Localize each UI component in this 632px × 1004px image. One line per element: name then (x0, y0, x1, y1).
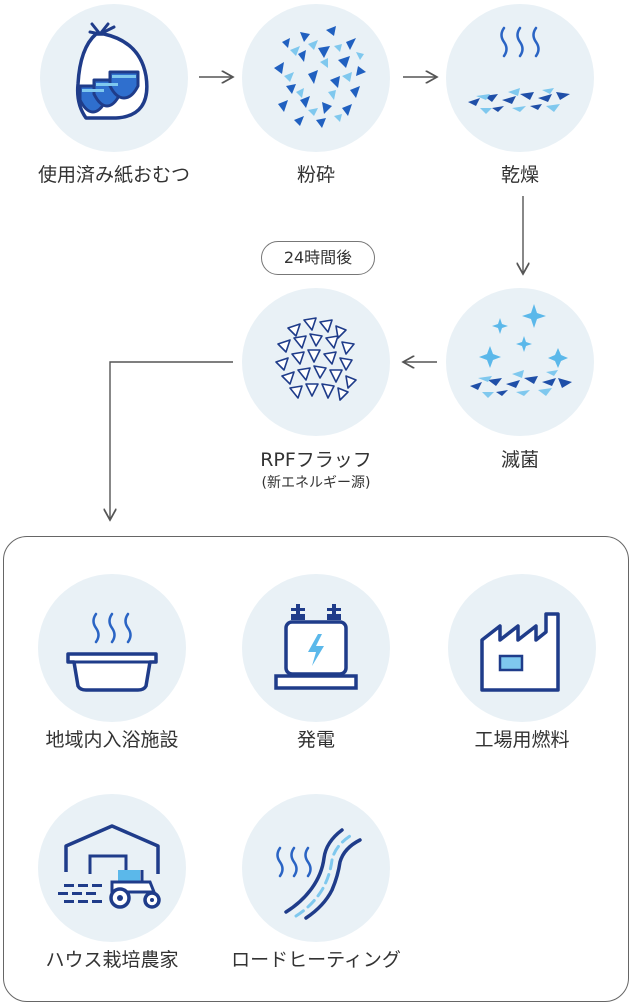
step5-sublabel: (新エネルギー源) (261, 475, 371, 491)
use-farm-label: ハウス栽培農家 (45, 949, 179, 971)
rpf-fluff-icon (275, 317, 357, 401)
uses-panel (3, 536, 629, 1002)
capacitor-icon (274, 604, 358, 690)
use-bath-circle (38, 574, 186, 722)
sterilization-icon (470, 304, 572, 398)
time-badge: 24時間後 (261, 241, 375, 275)
step2-label: 粉砕 (296, 164, 335, 186)
step4-circle (446, 288, 594, 436)
use-factory-circle (448, 574, 596, 722)
use-road-label: ロードヒーティング (231, 949, 401, 971)
step4-label: 滅菌 (500, 449, 539, 471)
use-road-circle (242, 794, 390, 942)
step1-circle (40, 4, 188, 152)
step1-label: 使用済み紙おむつ (37, 164, 190, 186)
factory-icon (480, 612, 560, 692)
crushed-pieces-icon (274, 26, 366, 128)
use-factory-label: 工場用燃料 (474, 729, 570, 751)
step3-label: 乾燥 (500, 164, 539, 186)
diaper-bag-icon (75, 22, 149, 120)
greenhouse-tractor-icon (58, 824, 161, 909)
drying-icon (468, 26, 570, 114)
step2-circle (242, 4, 390, 152)
step3-circle (446, 4, 594, 152)
step5-circle (242, 288, 390, 436)
use-power-circle (242, 574, 390, 722)
use-bath-label: 地域内入浴施設 (45, 729, 179, 751)
use-farm-circle (38, 794, 186, 942)
road-heating-icon (276, 828, 362, 920)
use-power-label: 発電 (296, 729, 335, 751)
arrow-step5-to-uses (110, 361, 233, 520)
step5-label: RPFフラッフ (260, 449, 372, 471)
bath-icon (66, 612, 158, 692)
